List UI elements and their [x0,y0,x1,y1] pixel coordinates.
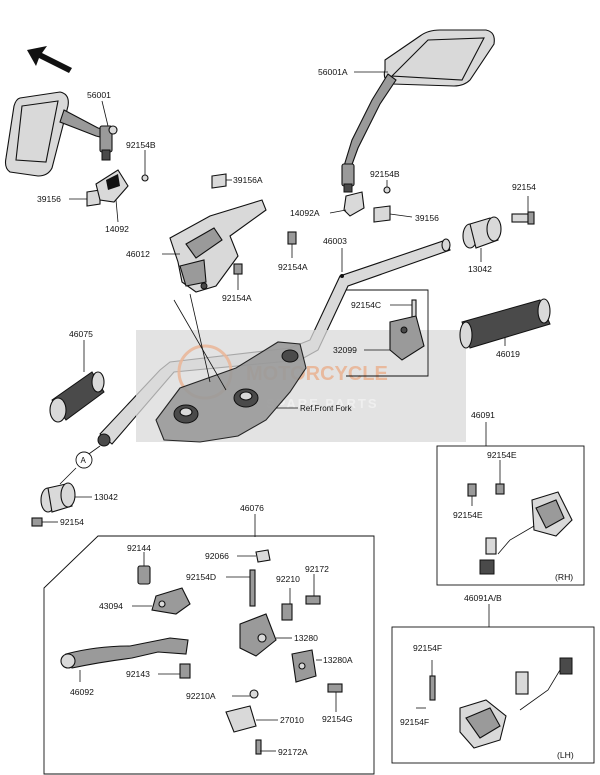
lever-46092[interactable]: 46092 [60,637,189,697]
lever-assembly-46076[interactable]: 46076 92144 92066 92172 92154D [43,503,375,775]
bolt-92154-bottom[interactable]: 92154 [31,517,84,527]
svg-text:92210A: 92210A [186,691,216,701]
svg-text:92154C: 92154C [351,300,381,310]
svg-text:46075: 46075 [69,329,93,339]
svg-text:92154: 92154 [512,182,536,192]
weight-13042-top[interactable]: 13042 [462,216,502,274]
left-mirror[interactable] [4,91,118,177]
svg-text:46019: 46019 [496,349,520,359]
svg-text:13280: 13280 [294,633,318,643]
svg-text:Ref.Front Fork: Ref.Front Fork [300,404,353,413]
svg-text:14092A: 14092A [290,208,320,218]
svg-text:92154B: 92154B [370,169,400,179]
spring-92144[interactable]: 92144 [127,543,151,585]
svg-text:13280A: 13280A [323,655,353,665]
svg-text:92154E: 92154E [487,450,517,460]
svg-text:92154F: 92154F [413,643,442,653]
bolt-92154B-left[interactable]: 92154B [126,140,156,182]
svg-text:39156: 39156 [37,194,61,204]
svg-text:92172: 92172 [305,564,329,574]
svg-text:56001A: 56001A [318,67,348,77]
svg-text:92154F: 92154F [400,717,429,727]
svg-text:39156A: 39156A [233,175,263,185]
svg-text:(LH): (LH) [557,750,574,760]
bracket-13280A[interactable]: 13280A [291,649,353,683]
screw-92172A[interactable]: 92172A [255,739,308,757]
svg-text:56001: 56001 [87,90,111,100]
bracket-13280[interactable]: 13280 [239,613,318,657]
svg-text:SPARE PARTS: SPARE PARTS [266,396,379,411]
cover-39156-left[interactable]: 39156 [37,189,101,207]
svg-text:46012: 46012 [126,249,150,259]
svg-text:92154G: 92154G [322,714,353,724]
bolt-92154-top[interactable]: 92154 [511,182,536,225]
svg-text:39156: 39156 [415,213,439,223]
holder-43094[interactable]: 43094 [99,587,191,615]
svg-text:92154D: 92154D [186,572,216,582]
svg-text:43094: 43094 [99,601,123,611]
svg-text:(RH): (RH) [555,572,573,582]
switch-46091AB-lh[interactable]: 46091A/B 92154F 92154F (LH) [391,593,595,764]
grip-46019[interactable]: 46019 [459,298,551,359]
callout-a: A [59,445,101,485]
direction-arrow-icon [27,46,72,73]
svg-text:32099: 32099 [333,345,357,355]
screw-92172[interactable]: 92172 [305,564,329,605]
svg-text:A: A [81,456,87,465]
cover-39156A[interactable]: 39156A [211,173,263,189]
bolt-92154A-2[interactable]: 92154A [222,263,252,303]
svg-text:92172A: 92172A [278,747,308,757]
bolt-92154A-1[interactable]: 92154A [278,231,308,272]
switch-27010[interactable]: 27010 [225,705,304,733]
svg-text:92144: 92144 [127,543,151,553]
svg-text:46091A/B: 46091A/B [464,593,502,603]
svg-text:13042: 13042 [468,264,492,274]
washer-92210A[interactable]: 92210A [186,689,259,701]
cover-39156-right[interactable]: 39156 [373,205,439,223]
part-label-56001: 56001 [87,90,111,127]
svg-text:46091: 46091 [471,410,495,420]
bolt-92154B-right[interactable]: 92154B [370,169,400,194]
part-label-56001A: 56001A [318,67,388,77]
holder-32099[interactable]: 92154C 32099 [333,289,429,377]
svg-text:92066: 92066 [205,551,229,561]
svg-text:46092: 46092 [70,687,94,697]
right-mirror[interactable] [341,29,495,193]
collar-92143[interactable]: 92143 [126,663,191,679]
bolt-92154G[interactable]: 92154G [322,683,353,724]
svg-text:92154A: 92154A [222,293,252,303]
svg-text:92143: 92143 [126,669,150,679]
svg-text:13042: 13042 [94,492,118,502]
svg-text:92154B: 92154B [126,140,156,150]
svg-text:46076: 46076 [240,503,264,513]
svg-text:92154: 92154 [60,517,84,527]
bracket-14092[interactable]: 14092 [95,169,129,234]
svg-text:27010: 27010 [280,715,304,725]
bolt-92154D[interactable]: 92154D [186,569,256,607]
cap-92066[interactable]: 92066 [205,549,271,563]
svg-text:46003: 46003 [323,236,347,246]
svg-text:92154A: 92154A [278,262,308,272]
washer-92210[interactable]: 92210 [276,574,300,621]
svg-text:92210: 92210 [276,574,300,584]
switch-46091-rh[interactable]: 46091 92154E 92154E (RH) [436,410,585,586]
grip-46075[interactable]: 46075 [49,329,105,423]
bracket-46012[interactable]: 46012 [126,199,267,293]
weight-13042-bottom[interactable]: 13042 [40,482,118,513]
top-clamp-ref-front-fork: Ref.Front Fork [155,341,353,443]
svg-text:14092: 14092 [105,224,129,234]
bracket-14092A[interactable]: 14092A [290,191,365,218]
svg-text:92154E: 92154E [453,510,483,520]
